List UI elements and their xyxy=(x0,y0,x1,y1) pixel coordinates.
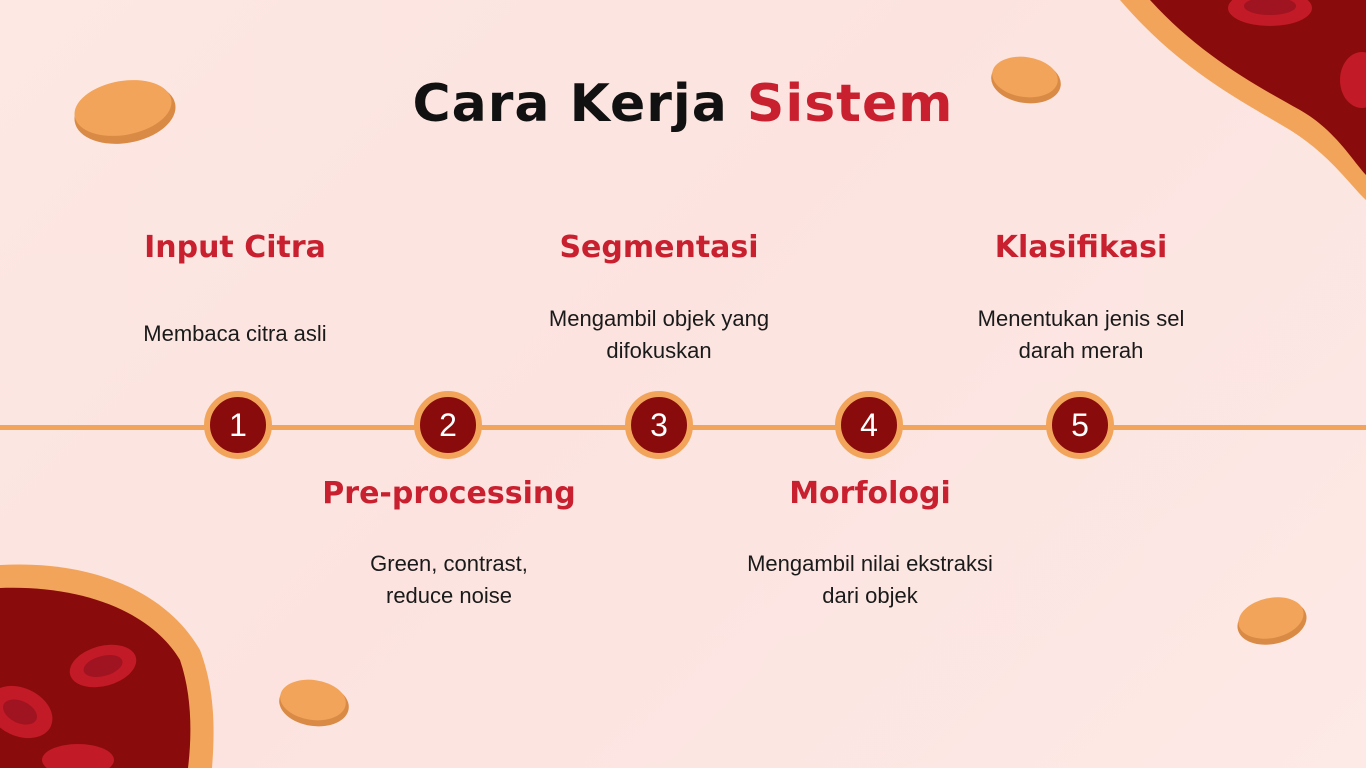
top-right-vessel xyxy=(1150,0,1366,175)
step-5-circle: 5 xyxy=(1046,391,1114,459)
step-1-title: Input Citra xyxy=(144,230,326,265)
step-5-description: Menentukan jenis sel darah merah xyxy=(977,306,1185,363)
title-accent: Sistem xyxy=(746,74,954,134)
floating-cell-3 xyxy=(279,679,349,727)
step-4-title: Morfologi xyxy=(789,476,951,511)
step-2-circle: 2 xyxy=(414,391,482,459)
bottom-left-cell-3 xyxy=(42,744,114,768)
step-2-description: Green, contrast, reduce noise xyxy=(370,551,528,608)
step-4-description: Mengambil nilai ekstraksi dari objek xyxy=(747,551,993,608)
floating-cell-2 xyxy=(991,56,1061,104)
step-3-circle: 3 xyxy=(625,391,693,459)
step-3-title: Segmentasi xyxy=(559,230,759,265)
step-4-circle: 4 xyxy=(835,391,903,459)
step-3-description: Mengambil objek yang difokuskan xyxy=(548,306,770,363)
floating-cell-1 xyxy=(74,80,176,144)
title-main: Cara Kerja xyxy=(412,74,747,134)
step-1-description: Membaca citra asli xyxy=(143,321,327,346)
top-right-cell-2 xyxy=(1340,52,1366,108)
floating-cell-4 xyxy=(1237,597,1307,645)
step-5-title: Klasifikasi xyxy=(994,230,1168,265)
step-1-circle: 1 xyxy=(204,391,272,459)
step-2-title: Pre-processing xyxy=(322,476,576,511)
page-title: Cara Kerja Sistem xyxy=(0,74,1366,134)
